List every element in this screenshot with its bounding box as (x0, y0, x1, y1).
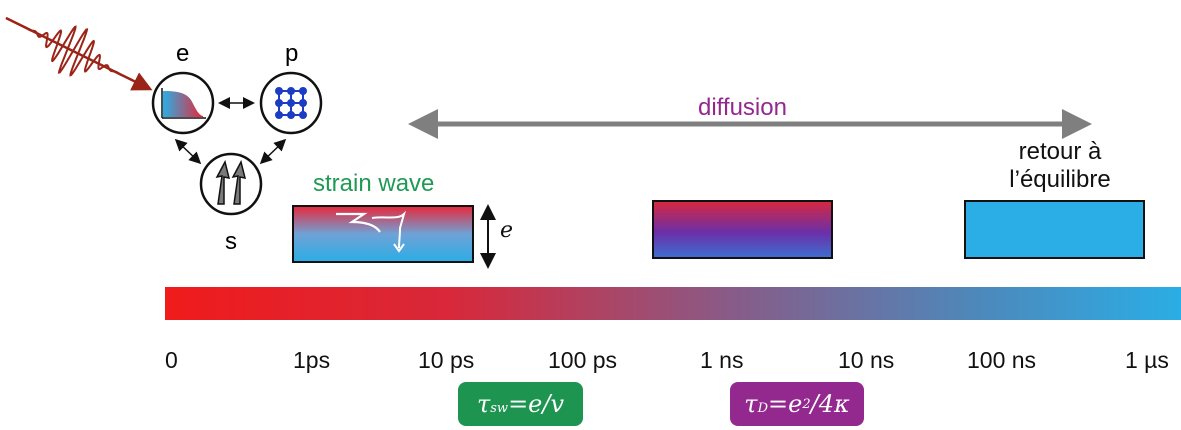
timeline-tick-label: 0 (165, 347, 178, 373)
diffusion-tau-expr-a: =e (768, 390, 803, 418)
diffusion-box (652, 200, 833, 259)
timeline-tick-label: 10 ns (838, 347, 895, 373)
electrons-circle (151, 71, 215, 135)
lattice-icon (275, 87, 307, 119)
spins-label: s (225, 228, 237, 255)
laser-pulse-icon (5, 16, 153, 91)
diffusion-tau-expr-b: /4κ (810, 390, 850, 418)
e-s-coupling-arrow (174, 138, 202, 165)
equilibrium-label-line2: l’équilibre (1009, 165, 1111, 193)
electrons-label: e (176, 40, 190, 67)
timeline-tick-label: 100 ns (967, 347, 1037, 373)
p-s-coupling-arrow (259, 138, 287, 165)
thickness-label: e (500, 218, 514, 243)
diffusion-tau: τ (744, 390, 758, 418)
strain-wave-label: strain wave (313, 170, 435, 197)
strain-tau-sub: sw (490, 400, 509, 416)
timeline-tick-label: 1ps (293, 347, 331, 373)
strain-tau: τ (476, 390, 491, 418)
strain-tau-expr: =e/v (508, 390, 565, 418)
strain-wave-icon (336, 212, 381, 233)
spin-arrows-icon (215, 159, 247, 205)
spins-circle (199, 152, 263, 216)
timeline-tick-label: 10 ps (418, 347, 475, 373)
diffusion-tau-sub: D (757, 400, 769, 416)
timeline-tick-label: 1 µs (1125, 347, 1169, 373)
phonons-circle (259, 71, 323, 135)
equilibrium-label: retour à l’équilibre (990, 138, 1130, 193)
equilibrium-label-line1: retour à (1018, 138, 1102, 165)
diffusion-tau-sup: 2 (802, 396, 811, 412)
timeline-gradient-bar (165, 287, 1181, 320)
diffusion-label: diffusion (698, 94, 787, 121)
timeline-tick-label: 1 ns (700, 347, 744, 373)
phonons-label: p (285, 40, 299, 67)
strain-wave-box (292, 205, 474, 263)
equilibrium-box (964, 200, 1145, 259)
electron-distribution-icon (161, 88, 206, 119)
timeline-tick-label: 100 ps (548, 347, 618, 373)
